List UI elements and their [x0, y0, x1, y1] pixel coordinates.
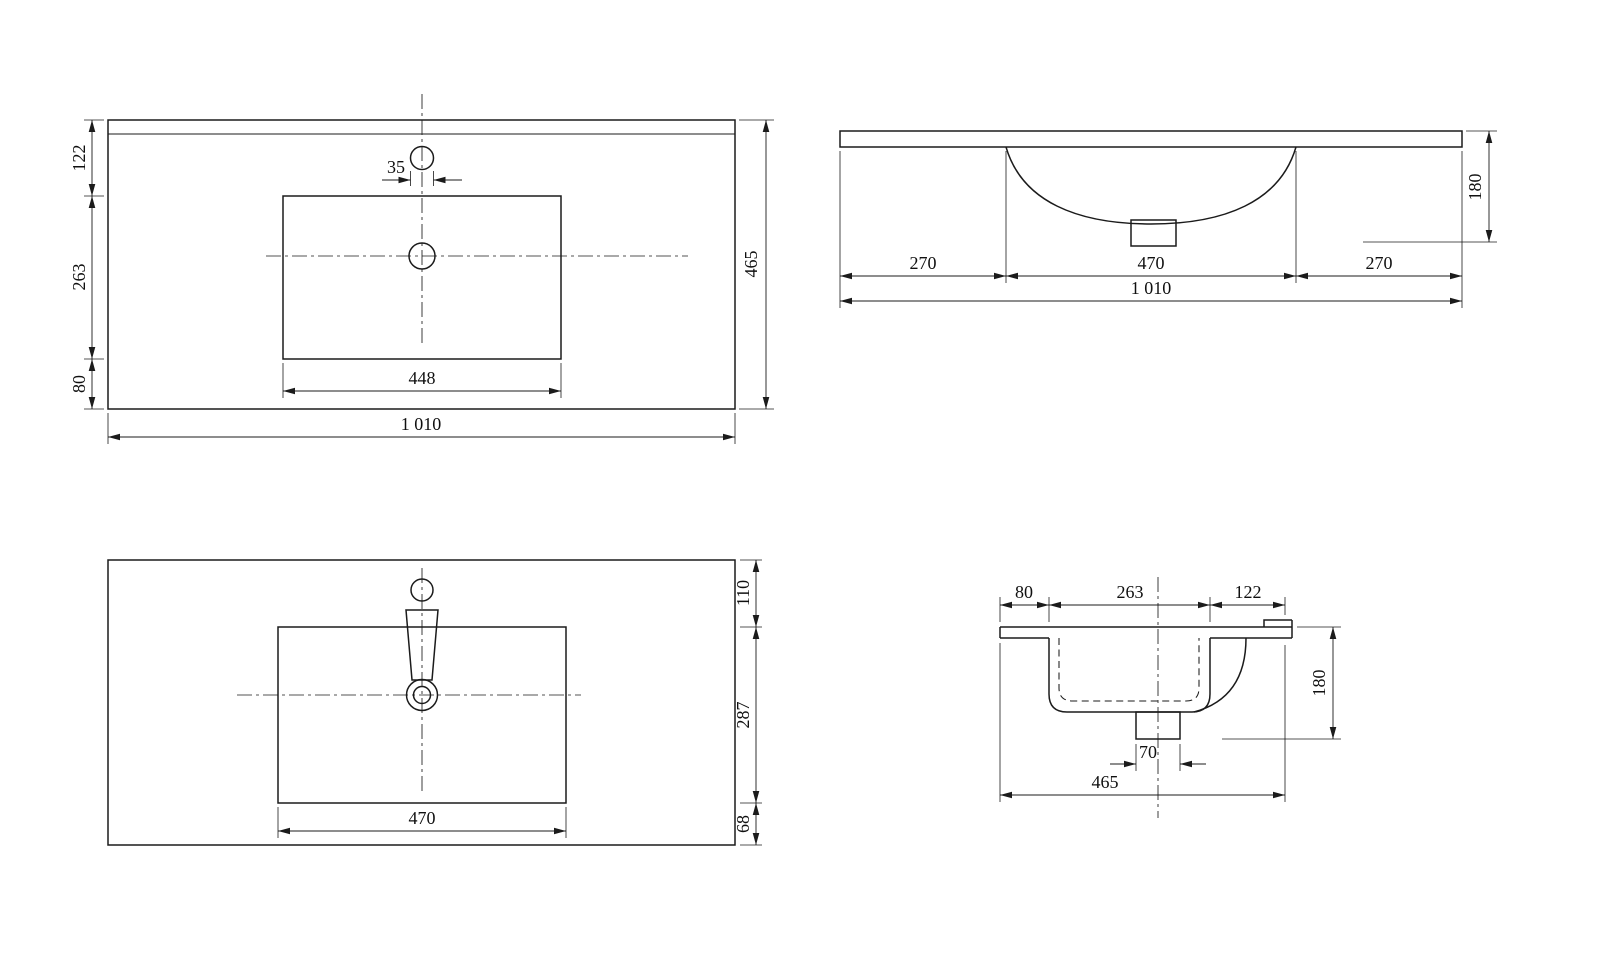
dim-35-label: 35 — [387, 157, 405, 177]
countertop-slab — [839, 130, 1463, 148]
dim-row-270-470-270: 270 470 270 — [839, 151, 1463, 308]
dim-right-chain: 110 287 68 — [733, 559, 762, 846]
dim-270-right-label: 270 — [1366, 253, 1393, 273]
dim-287-label: 287 — [733, 702, 753, 729]
countertop-outline — [107, 559, 736, 846]
dim-263-label: 263 — [1117, 582, 1144, 602]
dim-465-label: 465 — [741, 251, 761, 278]
dim-180-label: 180 — [1465, 174, 1485, 201]
dim-hole-35: 35 — [382, 157, 462, 186]
basin-section-hidden-inner — [1058, 638, 1200, 702]
dim-overall-1010: 1 010 — [840, 278, 1462, 305]
dim-110-label: 110 — [733, 580, 753, 606]
dim-1010-label: 1 010 — [1131, 278, 1172, 298]
countertop-outline — [107, 119, 736, 410]
dim-465-label: 465 — [1092, 772, 1119, 792]
basin-section-outer — [1048, 638, 1211, 713]
dim-70-label: 70 — [1139, 742, 1157, 762]
basin-cutout-outline — [282, 195, 562, 360]
dim-left-chain: 122 263 80 — [69, 119, 104, 410]
dim-68-label: 68 — [733, 815, 753, 833]
dim-270-left-label: 270 — [910, 253, 937, 273]
front-lip-profile — [1263, 619, 1292, 627]
basin-bowl-profile — [1005, 146, 1297, 225]
dim-basin-470: 470 — [277, 807, 567, 838]
view-front-elevation: 180 270 470 270 1 010 — [839, 130, 1497, 308]
dim-bottom-1010: 1 010 — [107, 413, 736, 444]
dim-1010-label: 1 010 — [401, 414, 442, 434]
dim-263-label: 263 — [69, 264, 89, 291]
dim-122-label: 122 — [1235, 582, 1262, 602]
front-panel-curve — [1193, 637, 1247, 713]
dim-depth-465: 465 — [999, 643, 1286, 802]
view-plan-top: 122 263 80 465 1 010 448 35 — [69, 94, 774, 444]
dim-470-label: 470 — [1138, 253, 1165, 273]
dim-right-465: 465 — [739, 119, 774, 410]
dim-height-180: 180 — [1363, 130, 1497, 243]
view-plan-faucet: 470 110 287 68 — [107, 559, 762, 846]
dim-80-label: 80 — [69, 375, 89, 393]
dim-height-180: 180 — [1222, 626, 1341, 740]
dim-top-chain: 80 263 122 — [999, 582, 1286, 622]
dim-180-label: 180 — [1309, 670, 1329, 697]
dim-448-label: 448 — [409, 368, 436, 388]
dim-122-label: 122 — [69, 145, 89, 172]
dim-80-label: 80 — [1015, 582, 1033, 602]
drain-outlet — [1130, 219, 1177, 247]
faucet-spout-body — [405, 609, 439, 681]
view-side-section: 80 263 122 180 70 465 — [999, 577, 1341, 818]
dim-basin-448: 448 — [282, 363, 562, 398]
dim-drain-70: 70 — [1110, 742, 1206, 771]
dim-470-label: 470 — [409, 808, 436, 828]
